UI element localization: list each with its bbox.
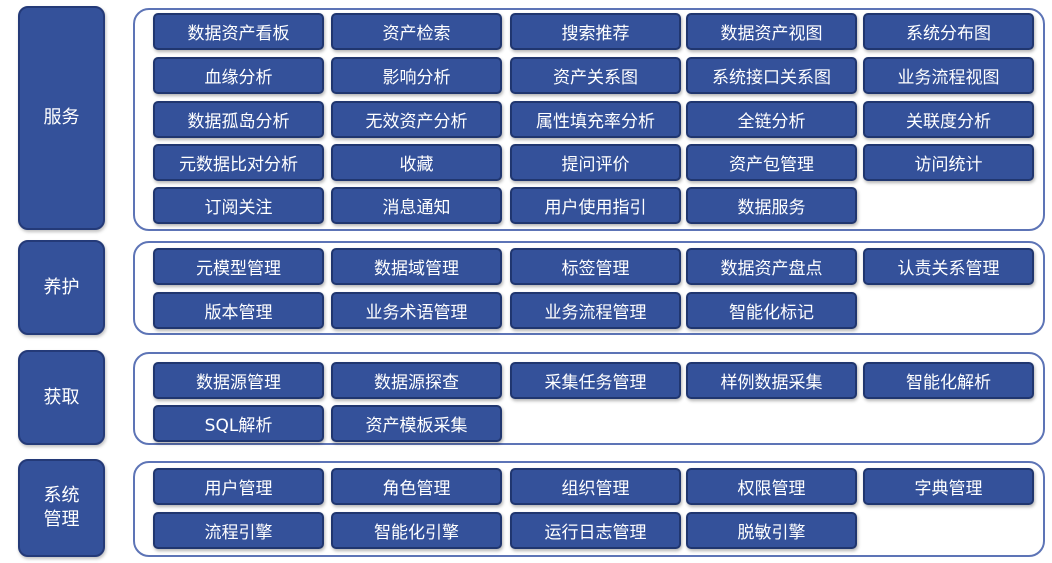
tile-user-mgmt[interactable]: 用户管理: [153, 468, 324, 505]
section-label-acquisition: 获取: [18, 350, 105, 445]
tile-notifications[interactable]: 消息通知: [331, 187, 502, 224]
tile-user-guide[interactable]: 用户使用指引: [510, 187, 681, 224]
tile-version-mgmt[interactable]: 版本管理: [153, 292, 324, 329]
tile-favorites[interactable]: 收藏: [331, 144, 502, 181]
tile-lineage-analysis[interactable]: 血缘分析: [153, 57, 324, 94]
tile-asset-search[interactable]: 资产检索: [331, 13, 502, 50]
tile-workflow-engine[interactable]: 流程引擎: [153, 512, 324, 549]
tile-datasource-probe[interactable]: 数据源探查: [331, 362, 502, 399]
tile-metadata-compare[interactable]: 元数据比对分析: [153, 144, 324, 181]
tile-responsibility-mgmt[interactable]: 认责关系管理: [863, 248, 1034, 285]
tile-desensitization-engine[interactable]: 脱敏引擎: [686, 512, 857, 549]
tile-permission-mgmt[interactable]: 权限管理: [686, 468, 857, 505]
tile-subscribe[interactable]: 订阅关注: [153, 187, 324, 224]
tile-data-asset-dashboard[interactable]: 数据资产看板: [153, 13, 324, 50]
tile-sql-parsing[interactable]: SQL解析: [153, 405, 324, 442]
section-label-maintenance: 养护: [18, 240, 105, 335]
tile-full-chain-analysis[interactable]: 全链分析: [686, 101, 857, 138]
tile-access-statistics[interactable]: 访问统计: [863, 144, 1034, 181]
tile-tag-mgmt[interactable]: 标签管理: [510, 248, 681, 285]
tile-dictionary-mgmt[interactable]: 字典管理: [863, 468, 1034, 505]
tile-business-process-mgmt[interactable]: 业务流程管理: [510, 292, 681, 329]
tile-asset-template-collection[interactable]: 资产模板采集: [331, 405, 502, 442]
tile-org-mgmt[interactable]: 组织管理: [510, 468, 681, 505]
section-label-system-mgmt: 系统 管理: [18, 459, 105, 557]
tile-smart-parsing[interactable]: 智能化解析: [863, 362, 1034, 399]
tile-asset-package-mgmt[interactable]: 资产包管理: [686, 144, 857, 181]
tile-invalid-asset-analysis[interactable]: 无效资产分析: [331, 101, 502, 138]
tile-collection-task-mgmt[interactable]: 采集任务管理: [510, 362, 681, 399]
tile-business-term-mgmt[interactable]: 业务术语管理: [331, 292, 502, 329]
tile-search-recommend[interactable]: 搜索推荐: [510, 13, 681, 50]
section-label-service: 服务: [18, 6, 105, 230]
tile-data-asset-view[interactable]: 数据资产视图: [686, 13, 857, 50]
tile-smart-tagging[interactable]: 智能化标记: [686, 292, 857, 329]
tile-smart-engine[interactable]: 智能化引擎: [331, 512, 502, 549]
tile-role-mgmt[interactable]: 角色管理: [331, 468, 502, 505]
tile-system-distribution[interactable]: 系统分布图: [863, 13, 1034, 50]
tile-impact-analysis[interactable]: 影响分析: [331, 57, 502, 94]
tile-question-rating[interactable]: 提问评价: [510, 144, 681, 181]
tile-data-island-analysis[interactable]: 数据孤岛分析: [153, 101, 324, 138]
tile-run-log-mgmt[interactable]: 运行日志管理: [510, 512, 681, 549]
tile-data-service[interactable]: 数据服务: [686, 187, 857, 224]
tile-sample-data-collection[interactable]: 样例数据采集: [686, 362, 857, 399]
tile-datasource-mgmt[interactable]: 数据源管理: [153, 362, 324, 399]
tile-business-process-view[interactable]: 业务流程视图: [863, 57, 1034, 94]
tile-fill-rate-analysis[interactable]: 属性填充率分析: [510, 101, 681, 138]
tile-asset-inventory[interactable]: 数据资产盘点: [686, 248, 857, 285]
tile-correlation-analysis[interactable]: 关联度分析: [863, 101, 1034, 138]
tile-data-domain-mgmt[interactable]: 数据域管理: [331, 248, 502, 285]
tile-asset-relation-graph[interactable]: 资产关系图: [510, 57, 681, 94]
tile-system-interface-graph[interactable]: 系统接口关系图: [686, 57, 857, 94]
tile-metamodel-mgmt[interactable]: 元模型管理: [153, 248, 324, 285]
